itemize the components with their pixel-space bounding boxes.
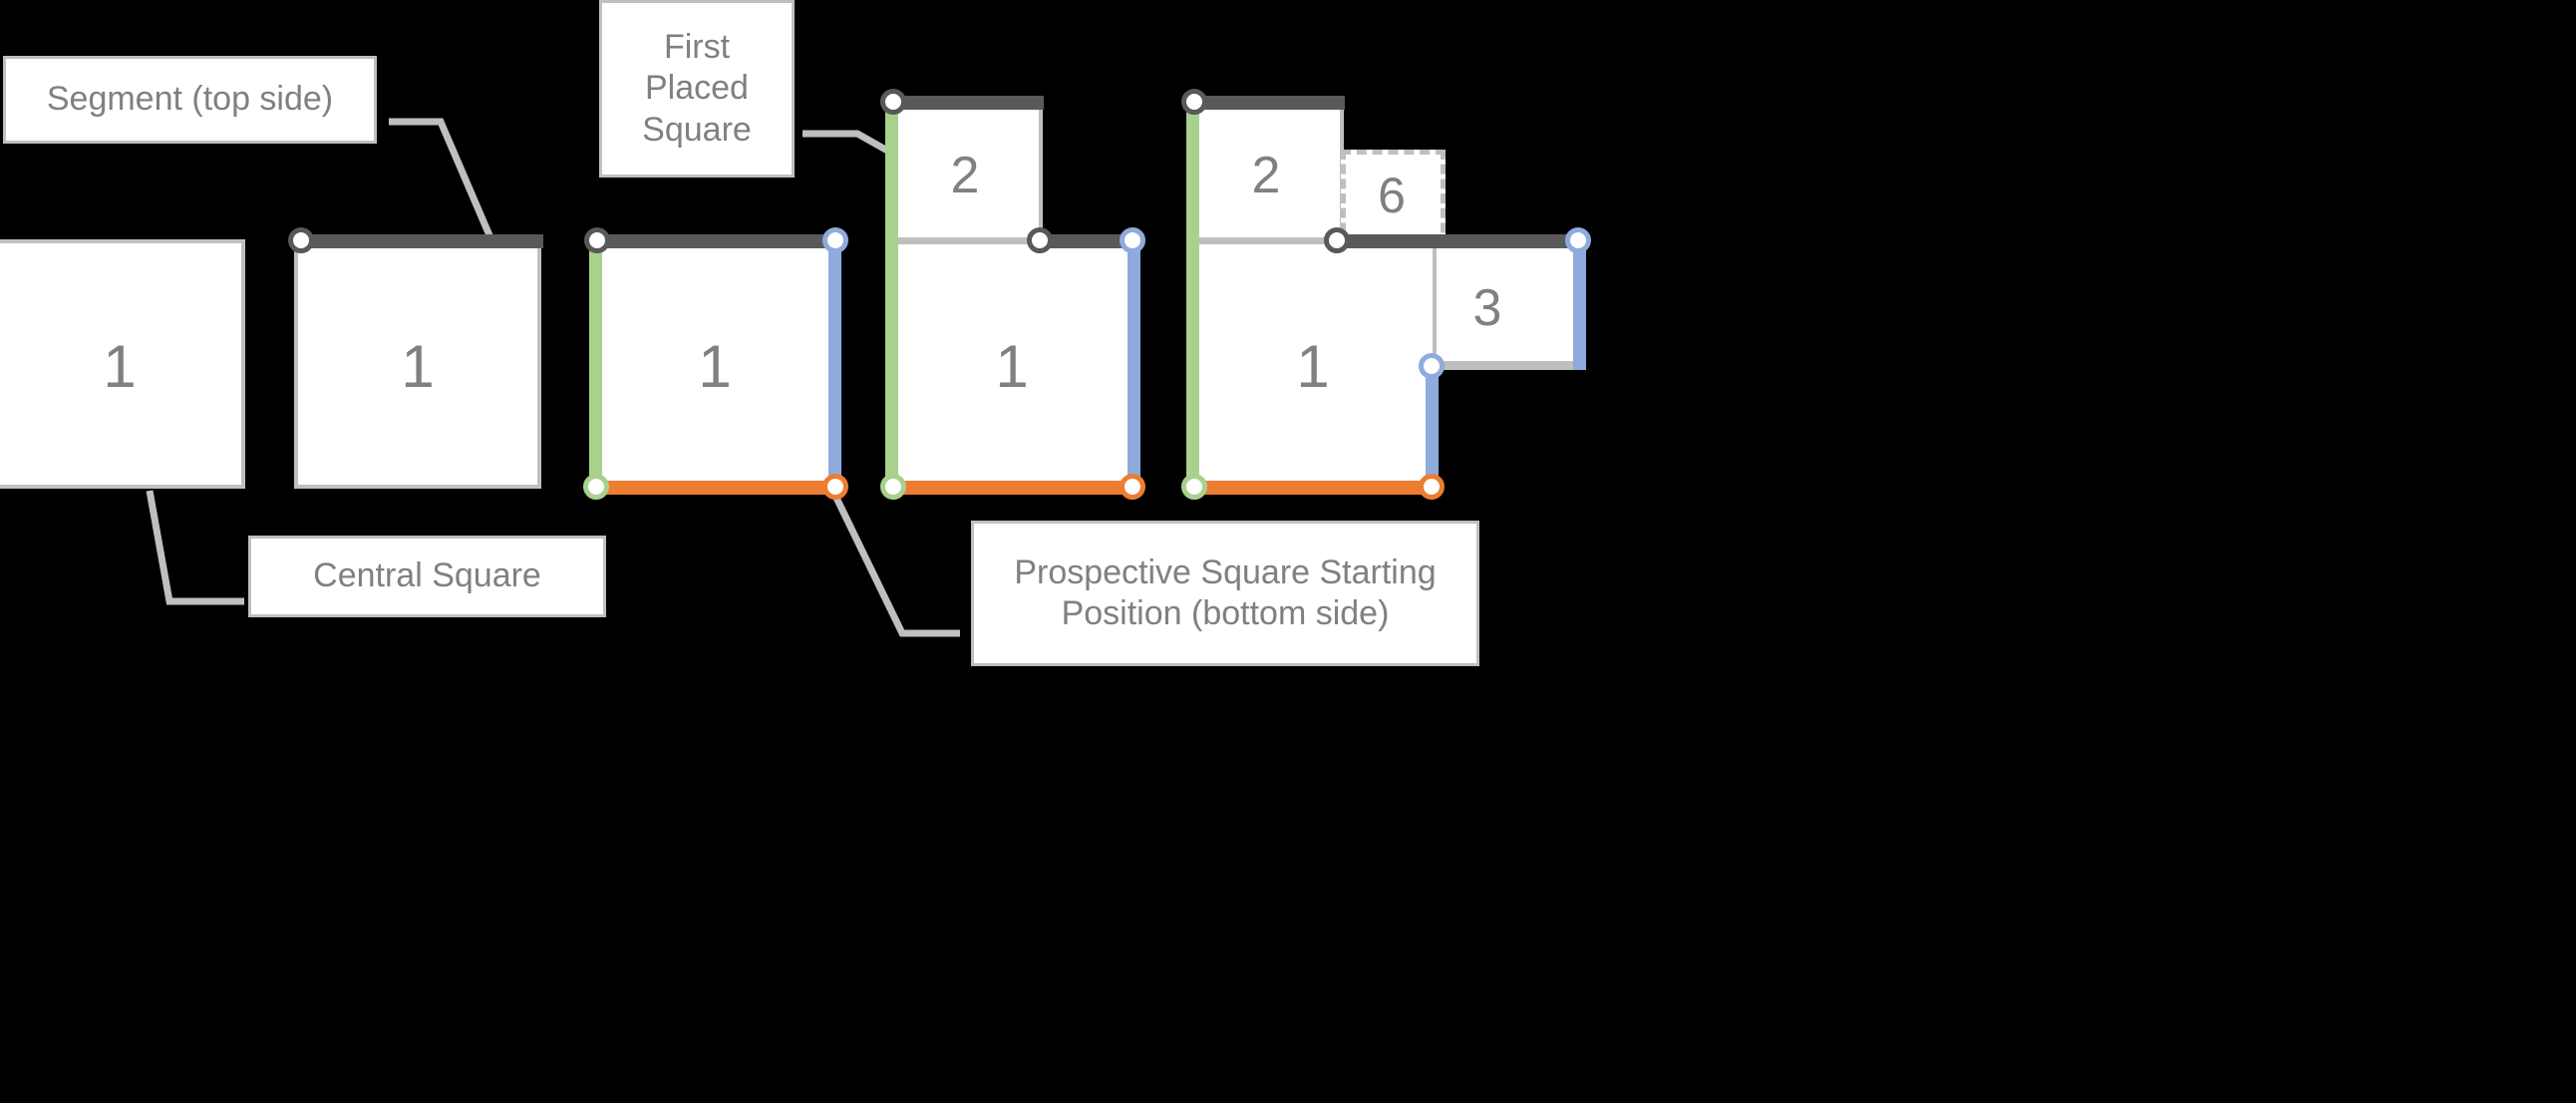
square-central-p2 — [294, 239, 541, 489]
square-central-p1 — [0, 239, 245, 489]
segment-bottom-square3-p5 — [1433, 361, 1582, 370]
segment-top-p3 — [596, 234, 838, 248]
vertex-square3-bottom-left-p5 — [1419, 353, 1445, 379]
vertex-top-right-p3 — [822, 227, 848, 253]
callout-segment-top-side[interactable]: Segment (top side) — [3, 56, 377, 144]
callout-central-square[interactable]: Central Square — [248, 536, 606, 617]
segment-top-square2-p4 — [893, 96, 1044, 110]
segment-top-square2-p5 — [1194, 96, 1345, 110]
callout-first-placed-square-text: First Placed Square — [642, 27, 752, 149]
segment-left-p3 — [589, 242, 602, 488]
segment-top-p2 — [301, 234, 543, 248]
vertex-mid-junction-p5 — [1324, 227, 1350, 253]
square-6-prospective-p5 — [1341, 150, 1446, 247]
segment-top-right-p4 — [1037, 234, 1140, 248]
vertex-bottom-right-p4 — [1120, 474, 1145, 500]
segment-right-p5 — [1573, 242, 1586, 370]
segment-right-p3 — [828, 242, 841, 488]
segment-bottom-p4 — [891, 481, 1135, 495]
callout-first-placed-square[interactable]: First Placed Square — [599, 0, 795, 178]
vertex-square2-top-left-p5 — [1181, 89, 1207, 115]
vertex-square3-top-right-p5 — [1565, 227, 1591, 253]
segment-top-residual-p4 — [893, 237, 1043, 244]
square-placed-p4 — [887, 100, 1043, 244]
vertex-top-left-p2 — [288, 227, 314, 253]
callout-prospective-square-text: Prospective Square Starting Position (bo… — [1014, 552, 1437, 632]
square-central-p3 — [591, 239, 838, 489]
callout-prospective-square[interactable]: Prospective Square Starting Position (bo… — [971, 521, 1479, 666]
vertex-top-right-p4 — [1120, 227, 1145, 253]
segment-right-lower-p5 — [1426, 369, 1439, 489]
square-2-p5 — [1188, 100, 1344, 244]
vertex-bottom-right-p3 — [822, 474, 848, 500]
segment-left-p4 — [885, 105, 898, 488]
vertex-top-left-p3 — [584, 227, 610, 253]
vertex-bottom-left-p5 — [1181, 474, 1207, 500]
square-central-p4 — [887, 239, 1136, 489]
segment-right-p4 — [1127, 242, 1140, 488]
vertex-mid-junction-p4 — [1027, 227, 1053, 253]
vertex-bottom-left-p3 — [583, 474, 609, 500]
square-central-p5 — [1188, 239, 1438, 489]
vertex-bottom-right-p5 — [1419, 474, 1445, 500]
vertex-bottom-left-p4 — [880, 474, 906, 500]
segment-mid-p5 — [1336, 234, 1579, 248]
segment-bottom-p5 — [1192, 481, 1437, 495]
segment-bottom-p3 — [594, 481, 838, 495]
segment-left-p5 — [1186, 105, 1199, 488]
vertex-square2-top-left-p4 — [880, 89, 906, 115]
segment-top-residual-p5 — [1194, 237, 1339, 244]
square-3-p5 — [1433, 239, 1582, 367]
